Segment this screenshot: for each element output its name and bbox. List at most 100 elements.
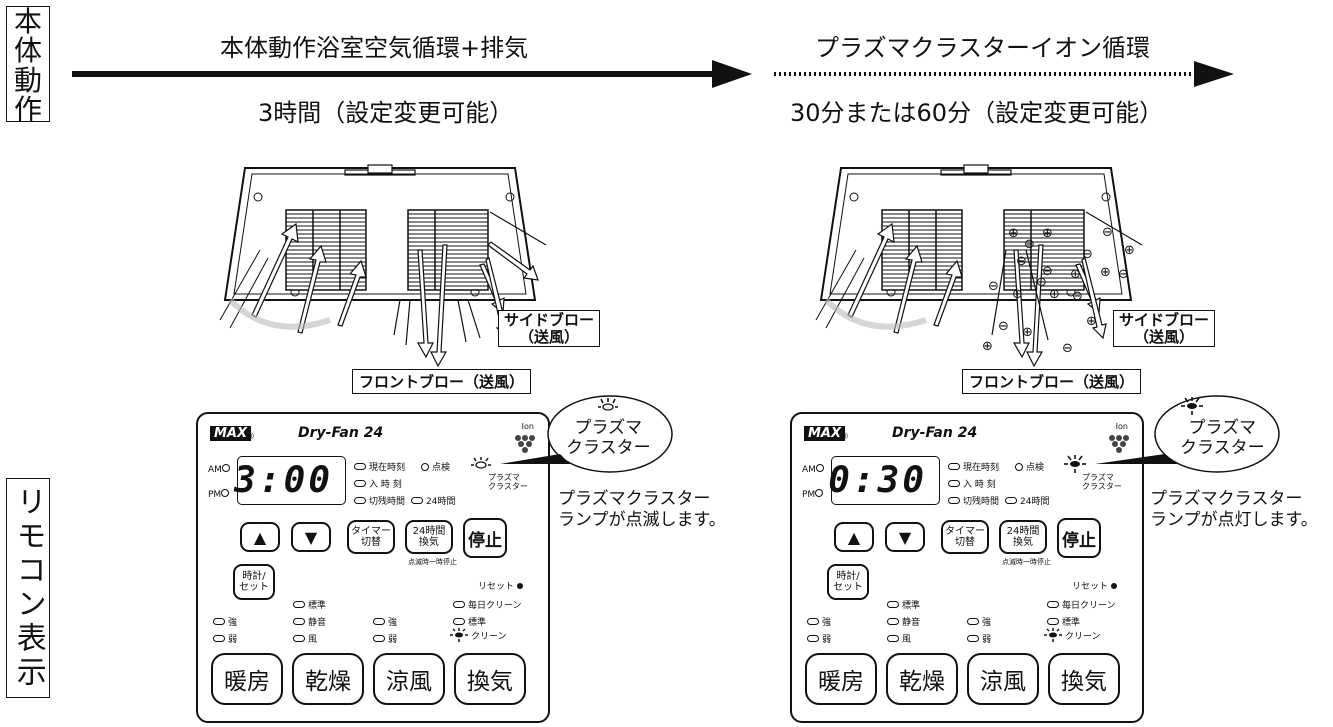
led [887,601,899,608]
timer-switch-button[interactable]: タイマー切替 [347,520,395,554]
plus-ion-icon: ⊕ [1042,226,1053,241]
reset-label: リセット [1072,582,1109,592]
reset-dot[interactable] [517,582,524,589]
blink-pause-note: 点滅時一時停止 [1002,558,1051,566]
am-led [221,464,230,472]
vent-24h-button[interactable]: 24時間換気 [405,520,453,554]
pm-label: PM [208,490,222,500]
mode-label: 弱 [982,635,992,645]
am-indicator: AM [802,464,824,475]
status-on-time: 入 時 刻 [354,477,402,490]
button-line2: 切替 [955,537,975,548]
plus-ion-icon: ⊕ [1100,265,1111,280]
mode-label: 風 [308,635,318,645]
cool-breeze-button[interactable]: 涼風 [373,653,445,705]
lcd-time-display: 0:30 [828,456,940,505]
up-button[interactable]: ▲ [240,522,280,552]
led [967,635,979,642]
minus-ion-icon: ⊖ [1082,247,1093,262]
vent-24h-button[interactable]: 24時間換気 [999,520,1047,554]
minus-ion-icon: ⊖ [998,319,1009,334]
model-name: Dry-Fan 24 [298,425,384,441]
mode-dry-quiet: 静音 [887,615,920,628]
led [1047,618,1059,625]
status-label: 24時間 [426,497,456,507]
caption-line1: プラズマクラスター [1150,489,1303,509]
button-line1: 24時間 [1006,526,1040,537]
button-line2: 切替 [361,537,381,548]
ventilation-button[interactable]: 換気 [1048,653,1120,705]
mode-label: クリーン [471,631,507,642]
right-heading: プラズマクラスターイオン循環 [815,34,1151,62]
down-button[interactable]: ▼ [885,522,925,552]
timer-switch-button[interactable]: タイマー切替 [941,520,989,554]
intake-airflow-arrows [219,222,367,334]
side-blow-arrows [1075,211,1143,340]
pm-led [221,489,230,497]
reset-dot[interactable] [1111,582,1118,589]
mode-daily-clean: 毎日クリーン [453,598,522,611]
ion-label: Ion [1115,422,1128,431]
unit-housing-inner [829,173,1123,295]
mode-label: 毎日クリーン [1062,601,1116,611]
status-current-time: 現在時刻 [354,460,405,473]
led [354,463,366,470]
side-label-char: リモコン表示 [10,486,46,690]
mode-vent-clean: クリーン [450,628,507,642]
drying-button[interactable]: 乾燥 [292,653,364,705]
front-blow-arrows [393,244,481,368]
right-caption: プラズマクラスター ランプが点灯します。 [1150,489,1318,532]
bubble-line2: クラスター [1180,438,1265,459]
left-callout-bubble [500,395,673,473]
clock-set-button[interactable]: 時計/セット [827,564,869,600]
stop-button[interactable]: 停止 [463,518,507,558]
heating-button[interactable]: 暖房 [211,653,283,705]
caption-line1: プラズマクラスター [558,489,711,509]
plasma-cluster-label: プラズマ クラスター [1082,473,1122,492]
reset-label: リセット [478,582,515,592]
screw [1101,192,1111,202]
led [807,635,819,642]
front-blow-arrows [991,244,1049,368]
registered-mark: ® [840,432,849,442]
drying-button[interactable]: 乾燥 [886,653,958,705]
button-line1: タイマー [945,526,985,537]
clock-set-button[interactable]: 時計/セット [233,564,275,600]
ventilation-button[interactable]: 換気 [454,653,526,705]
mode-label: 強 [982,618,992,628]
plasma-label-line1: プラズマ [1082,473,1114,482]
cool-breeze-button[interactable]: 涼風 [967,653,1039,705]
am-led [815,464,824,472]
mode-label: 毎日クリーン [468,601,522,611]
am-label: AM [802,465,816,475]
minus-ion-icon: ⊖ [1118,267,1129,282]
status-on-time: 入 時 刻 [948,477,996,490]
down-button[interactable]: ▼ [291,522,331,552]
plasma-label-line1: プラズマ [488,473,520,482]
led [373,635,385,642]
up-button[interactable]: ▲ [834,522,874,552]
stop-button[interactable]: 停止 [1057,518,1101,558]
mode-label: 強 [228,618,238,628]
minus-ion-icon: ⊖ [1024,237,1035,252]
heating-button[interactable]: 暖房 [805,653,877,705]
plus-ion-icon: ⊕ [1022,325,1033,340]
bubble-line2: クラスター [566,438,651,459]
button-line1: 時計/ [242,571,266,582]
minus-ion-icon: ⊖ [1062,341,1073,356]
side-label-remote-display: リモコン表示 [6,478,50,698]
screw [849,192,859,202]
mode-standard-top: 標準 [887,598,920,611]
left-duration: 3時間（設定変更可能） [258,99,514,127]
right-remote: MAX ® Dry-Fan 24 Ion AM PM 0:30 現在時刻 点検 … [790,412,1144,723]
mode-vent-standard: 標準 [1047,615,1080,628]
mode-label: 標準 [468,618,487,628]
intake-grille [881,209,963,291]
button-line2: セット [833,582,863,593]
caption-line2: ランプが点灯します。 [1150,510,1318,531]
mode-label: 標準 [1062,618,1081,628]
right-unit-diagram: ⊕ ⊖ ⊕ ⊖ ⊖ ⊖ ⊕ ⊖ ⊕ ⊖ ⊕ ⊕ ⊖ ⊖ ⊕ ⊖ ⊕ ⊖ ⊕ ⊖ … [815,164,1143,368]
led [354,497,366,504]
led [213,635,225,642]
left-caption: プラズマクラスター ランプが点滅します。 [558,489,726,532]
